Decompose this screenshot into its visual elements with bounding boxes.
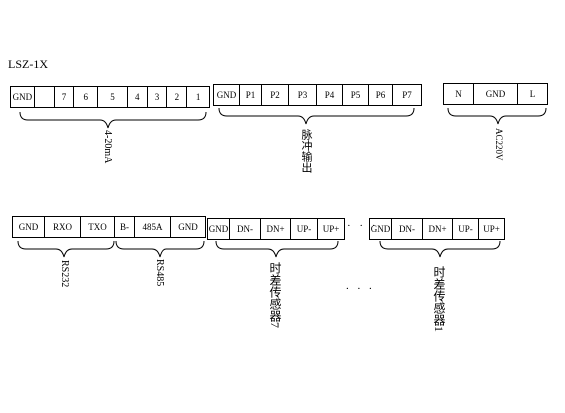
terminal-p2: P2 [262, 85, 289, 105]
terminal-up-minus: UP- [291, 219, 318, 239]
sensor1-brace [379, 240, 501, 258]
terminal-up-minus: UP- [453, 219, 479, 239]
sensor7-brace [215, 240, 339, 258]
rs232-brace [17, 240, 115, 258]
terminal-7: 7 [55, 87, 75, 107]
terminal-p5: P5 [343, 85, 369, 105]
terminal-rxo: RXO [45, 217, 81, 237]
sensor7-terminal-strip: GND DN- DN+ UP- UP+ [207, 218, 345, 240]
comm-terminal-strip: GND RXO TXO B- 485A GND [12, 216, 206, 238]
terminal-b-minus: B- [115, 217, 135, 237]
terminal-gnd: GND [474, 84, 518, 104]
terminal-p4: P4 [317, 85, 343, 105]
sensor7-label: 时差传感器7 [268, 262, 282, 328]
analog-terminal-strip: GND 7 6 5 4 3 2 1 [10, 86, 210, 108]
terminal-dn-plus: DN+ [261, 219, 291, 239]
terminal-gnd: GND [178, 222, 198, 232]
inline-ellipsis: · · · [347, 220, 379, 232]
rs485-label: RS485 [154, 259, 165, 287]
terminal-dn-plus: DN+ [423, 219, 453, 239]
terminal-gnd: GND [370, 219, 392, 239]
terminal-blank [35, 87, 55, 107]
power-brace [447, 107, 547, 125]
sensor-ellipsis: . . . [346, 280, 375, 292]
power-label: AC220V [494, 128, 504, 161]
terminal-gnd: GND [13, 217, 45, 237]
pulse-brace [218, 107, 415, 125]
terminal-up-plus: UP+ [483, 224, 500, 234]
pulse-label: 脉冲输出 [300, 129, 312, 173]
terminal-2: 2 [167, 87, 188, 107]
rs485-brace [115, 240, 205, 258]
analog-label: 4-20mA [102, 130, 113, 164]
terminal-5: 5 [98, 87, 128, 107]
rs232-label: RS232 [59, 260, 70, 288]
terminal-dn-minus: DN- [392, 219, 423, 239]
pulse-terminal-strip: GND P1 P2 P3 P4 P5 P6 P7 [213, 84, 422, 106]
terminal-p1: P1 [240, 85, 262, 105]
terminal-4: 4 [128, 87, 148, 107]
terminal-1: 1 [195, 92, 201, 102]
terminal-gnd: GND [11, 87, 35, 107]
power-terminal-strip: N GND L [443, 83, 548, 105]
analog-brace [19, 111, 207, 129]
terminal-gnd: GND [214, 85, 240, 105]
device-title: LSZ-1X [8, 57, 48, 71]
sensor1-terminal-strip: GND DN- DN+ UP- UP+ [369, 218, 505, 240]
terminal-485a: 485A [135, 217, 171, 237]
terminal-up-plus: UP+ [322, 224, 340, 234]
terminal-p6: P6 [369, 85, 393, 105]
terminal-txo: TXO [81, 217, 115, 237]
sensor1-label: 时差传感器1 [432, 266, 446, 332]
terminal-n: N [444, 84, 474, 104]
terminal-l: L [529, 89, 536, 99]
terminal-p3: P3 [289, 85, 317, 105]
terminal-3: 3 [148, 87, 168, 107]
terminal-p7: P7 [402, 90, 412, 100]
terminal-dn-minus: DN- [230, 219, 261, 239]
terminal-6: 6 [74, 87, 99, 107]
terminal-gnd: GND [208, 219, 230, 239]
